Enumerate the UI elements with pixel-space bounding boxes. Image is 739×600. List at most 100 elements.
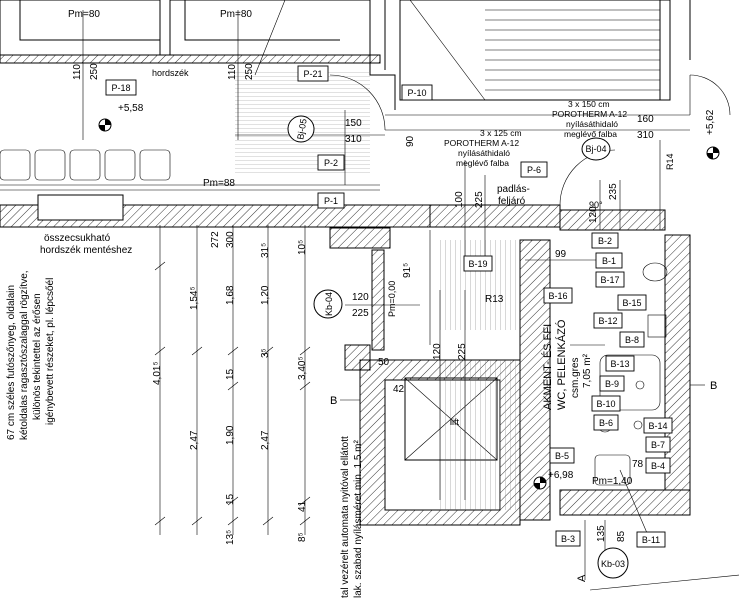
dim-225b: 225 (352, 308, 369, 319)
callout-bj04-label: Bj-04 (585, 144, 606, 154)
callout-kb04 (313, 289, 343, 319)
left-note-2: kétoldalas ragasztószalaggal rögzítve, (19, 270, 30, 440)
tag-b19: B-19 (468, 259, 487, 269)
label-pm80-right: Pm=80 (220, 9, 252, 20)
dim-160: 160 (637, 114, 654, 125)
dimension-labels: 110 250 110 250 150 310 90 160 310 100 2… (72, 63, 654, 545)
tag-b5: B-5 (555, 451, 569, 461)
dim-310a: 310 (345, 134, 362, 145)
label-angle: 90° (589, 200, 603, 210)
callout-kb03-label: Kb-03 (601, 559, 625, 569)
label-level-698: +6,98 (548, 470, 574, 481)
dim-120a: 120 (588, 206, 599, 223)
label-lift: lift (450, 417, 459, 427)
label-osszecsukhato-1: összecsukható (44, 233, 111, 244)
tag-p10: P-10 (407, 88, 426, 98)
dim-100: 100 (454, 191, 465, 208)
label-padlas-2: feljáró (498, 196, 526, 207)
dim-120b: 120 (352, 292, 369, 303)
dim-41: 41 (297, 500, 308, 512)
label-porotherm-mid-3: nyílásáthidaló (458, 148, 510, 158)
level-markers (98, 118, 720, 490)
dim-150: 150 (345, 118, 362, 129)
dim-3: 3⁵ (260, 348, 271, 358)
label-pm88: Pm=88 (203, 178, 235, 189)
dim-340: 3,40⁵ (297, 356, 308, 380)
left-note-4: igénybevett részeket, pl. lépcsőél (45, 278, 56, 425)
dim-15b: 15 (225, 493, 236, 505)
label-porotherm-mid-2: POROTHERM A-12 (444, 138, 519, 148)
tag-b9: B-9 (605, 379, 619, 389)
dim-225c: 225 (457, 343, 468, 360)
label-porotherm-right-2: POROTHERM A-12 (552, 109, 627, 119)
label-pm140: Pm=1,40 (592, 476, 633, 487)
label-porotherm-right-4: meglévő falba (564, 129, 617, 139)
tag-b15: B-15 (622, 298, 641, 308)
tag-p1: P-1 (324, 196, 338, 206)
dim-15a: 15 (225, 368, 236, 380)
label-room-4: 7,05 m² (582, 353, 593, 388)
dim-190: 1,90 (225, 425, 236, 445)
callout-bj04 (581, 137, 611, 161)
dim-300: 300 (225, 231, 236, 248)
label-porotherm-mid-4: meglévő falba (456, 158, 509, 168)
dim-168: 1,68 (225, 285, 236, 305)
tag-b11: B-11 (642, 535, 660, 545)
dim-90: 90 (405, 135, 416, 147)
tag-b1: B-1 (602, 256, 616, 266)
bottom-note-1: tal vezérelt automata nyitóval ellátott (340, 436, 351, 598)
callout-kb04-label: Kb-04 (324, 292, 334, 316)
dim-135b: 135 (596, 525, 607, 542)
label-porotherm-mid-1: 3 x 125 cm (480, 128, 522, 138)
tag-b17: B-17 (600, 275, 619, 285)
dim-915: 91⁵ (402, 263, 413, 278)
dim-225a: 225 (474, 191, 485, 208)
dim-120c: 1,20 (260, 285, 271, 305)
dim-154: 1,54⁵ (189, 286, 200, 310)
left-note-3: különös tekintettel az érősen (32, 293, 43, 420)
label-r14: R14 (665, 153, 675, 170)
tag-b8: B-8 (625, 335, 639, 345)
section-mark-b-right: B (710, 380, 717, 392)
label-level-558: +5,58 (118, 103, 144, 114)
tag-b4: B-4 (651, 461, 665, 471)
callout-bj05 (287, 115, 315, 143)
tag-p6: P-6 (527, 165, 541, 175)
section-mark-a: A (576, 574, 588, 582)
tag-p21: P-21 (303, 69, 322, 79)
dim-85b: 85 (616, 530, 627, 542)
dim-272: 272 (210, 231, 221, 248)
label-hordszek: hordszék (152, 68, 189, 78)
label-room-3: csm.gres (570, 357, 581, 398)
dim-250b: 250 (244, 63, 255, 80)
tag-p2: P-2 (324, 158, 338, 168)
dim-78: 78 (632, 459, 644, 470)
tag-b7: B-7 (651, 440, 665, 450)
dim-10: 10⁵ (297, 240, 308, 255)
tag-b14: B-14 (648, 421, 667, 431)
tag-b6: B-6 (599, 418, 613, 428)
tag-p18: P-18 (111, 83, 130, 93)
label-level-562: +5,62 (705, 109, 716, 135)
left-note-1: 67 cm széles futószőnyeg, oldalain (6, 285, 17, 440)
dim-401: 4,01⁵ (152, 361, 163, 385)
waiting-seats (0, 149, 171, 181)
callout-kb03 (597, 547, 629, 579)
label-r13: R13 (485, 294, 504, 305)
dim-50: 50 (378, 357, 390, 368)
tag-boxes: P-18 P-21 P-10 P-2 P-6 P-1 B-2 B-1 B-17 … (105, 65, 673, 548)
dim-135: 13⁵ (225, 530, 236, 545)
tag-b10: B-10 (596, 399, 615, 409)
label-room-2: WC, PELENKÁZÓ (555, 319, 568, 410)
tag-b2a: B-2 (598, 236, 612, 246)
dim-247b: 2,47 (260, 430, 271, 450)
dim-99: 99 (555, 249, 567, 260)
dim-235: 235 (608, 183, 619, 200)
bottom-note-2: lak. szabad nyílásméret min. 1,5 m² (353, 439, 364, 598)
label-pm80-left: Pm=80 (68, 9, 100, 20)
tag-b12: B-12 (598, 316, 617, 326)
dim-250a: 250 (89, 63, 100, 80)
section-mark-b-left: B (330, 395, 337, 407)
label-pm000: Pm=0,00 (387, 281, 397, 317)
